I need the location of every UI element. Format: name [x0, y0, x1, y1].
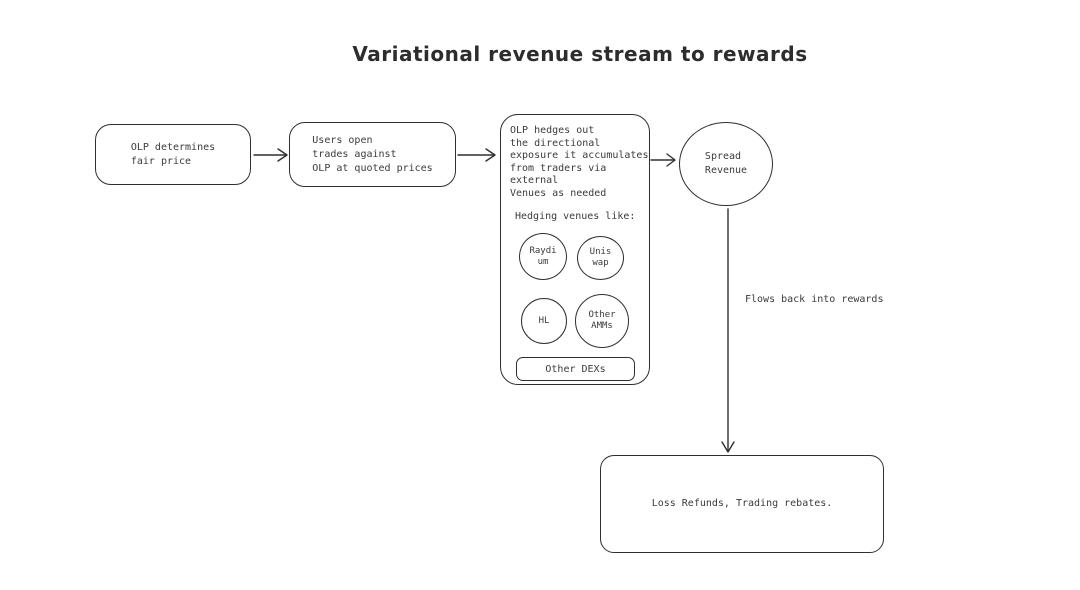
node-hedging: OLP hedges out the directional exposure … [500, 114, 650, 385]
node-hedging-description: OLP hedges out the directional exposure … [510, 125, 649, 199]
venue-other-dexs: Other DEXs [516, 357, 635, 381]
venue-other-dexs-label: Other DEXs [545, 363, 606, 375]
diagram-title: Variational revenue stream to rewards [352, 42, 808, 66]
node-spread-revenue-label: Spread Revenue [704, 151, 748, 176]
node-fair-price-label: OLP determines fair price [130, 141, 216, 167]
node-users-trade-label: Users open trades against OLP at quoted … [312, 134, 433, 174]
arrow-down-icon [721, 208, 735, 453]
venue-hl-label: HL [538, 315, 550, 326]
venue-other-amms: Other AMMs [575, 294, 629, 348]
node-rewards: Loss Refunds, Trading rebates. [600, 455, 884, 553]
arrow-right-icon [253, 148, 288, 162]
arrow-right-icon [457, 148, 496, 162]
node-fair-price: OLP determines fair price [95, 124, 251, 185]
venue-other-amms-label: Other AMMs [588, 310, 616, 331]
node-spread-revenue: Spread Revenue [679, 122, 773, 206]
node-rewards-label: Loss Refunds, Trading rebates. [651, 498, 833, 509]
venue-raydium-label: Raydi um [529, 245, 557, 267]
venue-uniswap-label: Unis wap [589, 247, 612, 268]
node-users-trade: Users open trades against OLP at quoted … [289, 122, 456, 187]
arrow-right-icon [650, 153, 676, 167]
venue-raydium: Raydi um [519, 233, 567, 280]
venue-uniswap: Unis wap [577, 236, 624, 280]
venue-hl: HL [521, 298, 567, 344]
hedging-venues-heading: Hedging venues like: [515, 211, 636, 222]
edge-flow-label: Flows back into rewards [745, 294, 884, 305]
